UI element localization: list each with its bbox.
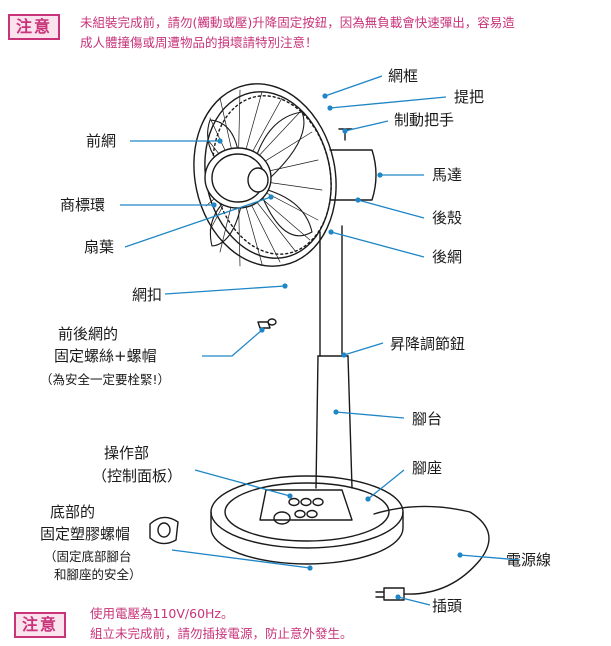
label-plug: 插頭 xyxy=(432,596,462,616)
label-control-1: 操作部 xyxy=(104,443,149,463)
label-screw-1: 前後網的 xyxy=(58,324,118,344)
screw-parts xyxy=(258,319,276,328)
label-screw-note: （為安全一定要栓緊!） xyxy=(40,371,170,388)
label-blade: 扇葉 xyxy=(84,237,114,257)
label-guard-clip: 網扣 xyxy=(132,285,162,305)
label-screw-2: 固定螺絲+螺帽 xyxy=(54,346,157,366)
label-handle: 提把 xyxy=(454,87,484,107)
label-base: 腳座 xyxy=(412,458,442,478)
label-power-cord: 電源線 xyxy=(506,550,551,570)
label-bottom-note-1: （固定底部腳台 xyxy=(44,548,132,565)
fan-base xyxy=(211,476,403,564)
label-bottom-1: 底部的 xyxy=(50,502,95,522)
label-stand: 腳台 xyxy=(412,409,442,429)
label-front-guard: 前網 xyxy=(86,131,116,151)
logo-ring xyxy=(205,148,271,208)
power-cord xyxy=(374,506,489,600)
bottom-warning-badge: 注意 xyxy=(14,612,66,638)
label-motor: 馬達 xyxy=(432,165,462,185)
label-bottom-note-2: 和腳座的安全） xyxy=(54,566,142,583)
bottom-warning-line-1: 使用電壓為110V/60Hz。 xyxy=(90,604,234,623)
label-rear-guard: 後網 xyxy=(432,247,462,267)
fan-stand xyxy=(316,226,352,488)
label-bottom-2: 固定塑膠螺帽 xyxy=(40,524,130,544)
label-height-knob: 昇降調節鈕 xyxy=(390,334,465,354)
label-logo-ring: 商標環 xyxy=(60,195,105,215)
label-brake-handle: 制動把手 xyxy=(394,110,454,130)
label-rear-housing: 後殼 xyxy=(432,208,462,228)
bottom-warning-line-2: 組立未完成前，請勿插接電源，防止意外發生。 xyxy=(90,624,353,643)
label-control-2: （控制面板） xyxy=(92,466,182,486)
label-frame: 網框 xyxy=(388,66,418,86)
plastic-nut xyxy=(150,517,178,543)
